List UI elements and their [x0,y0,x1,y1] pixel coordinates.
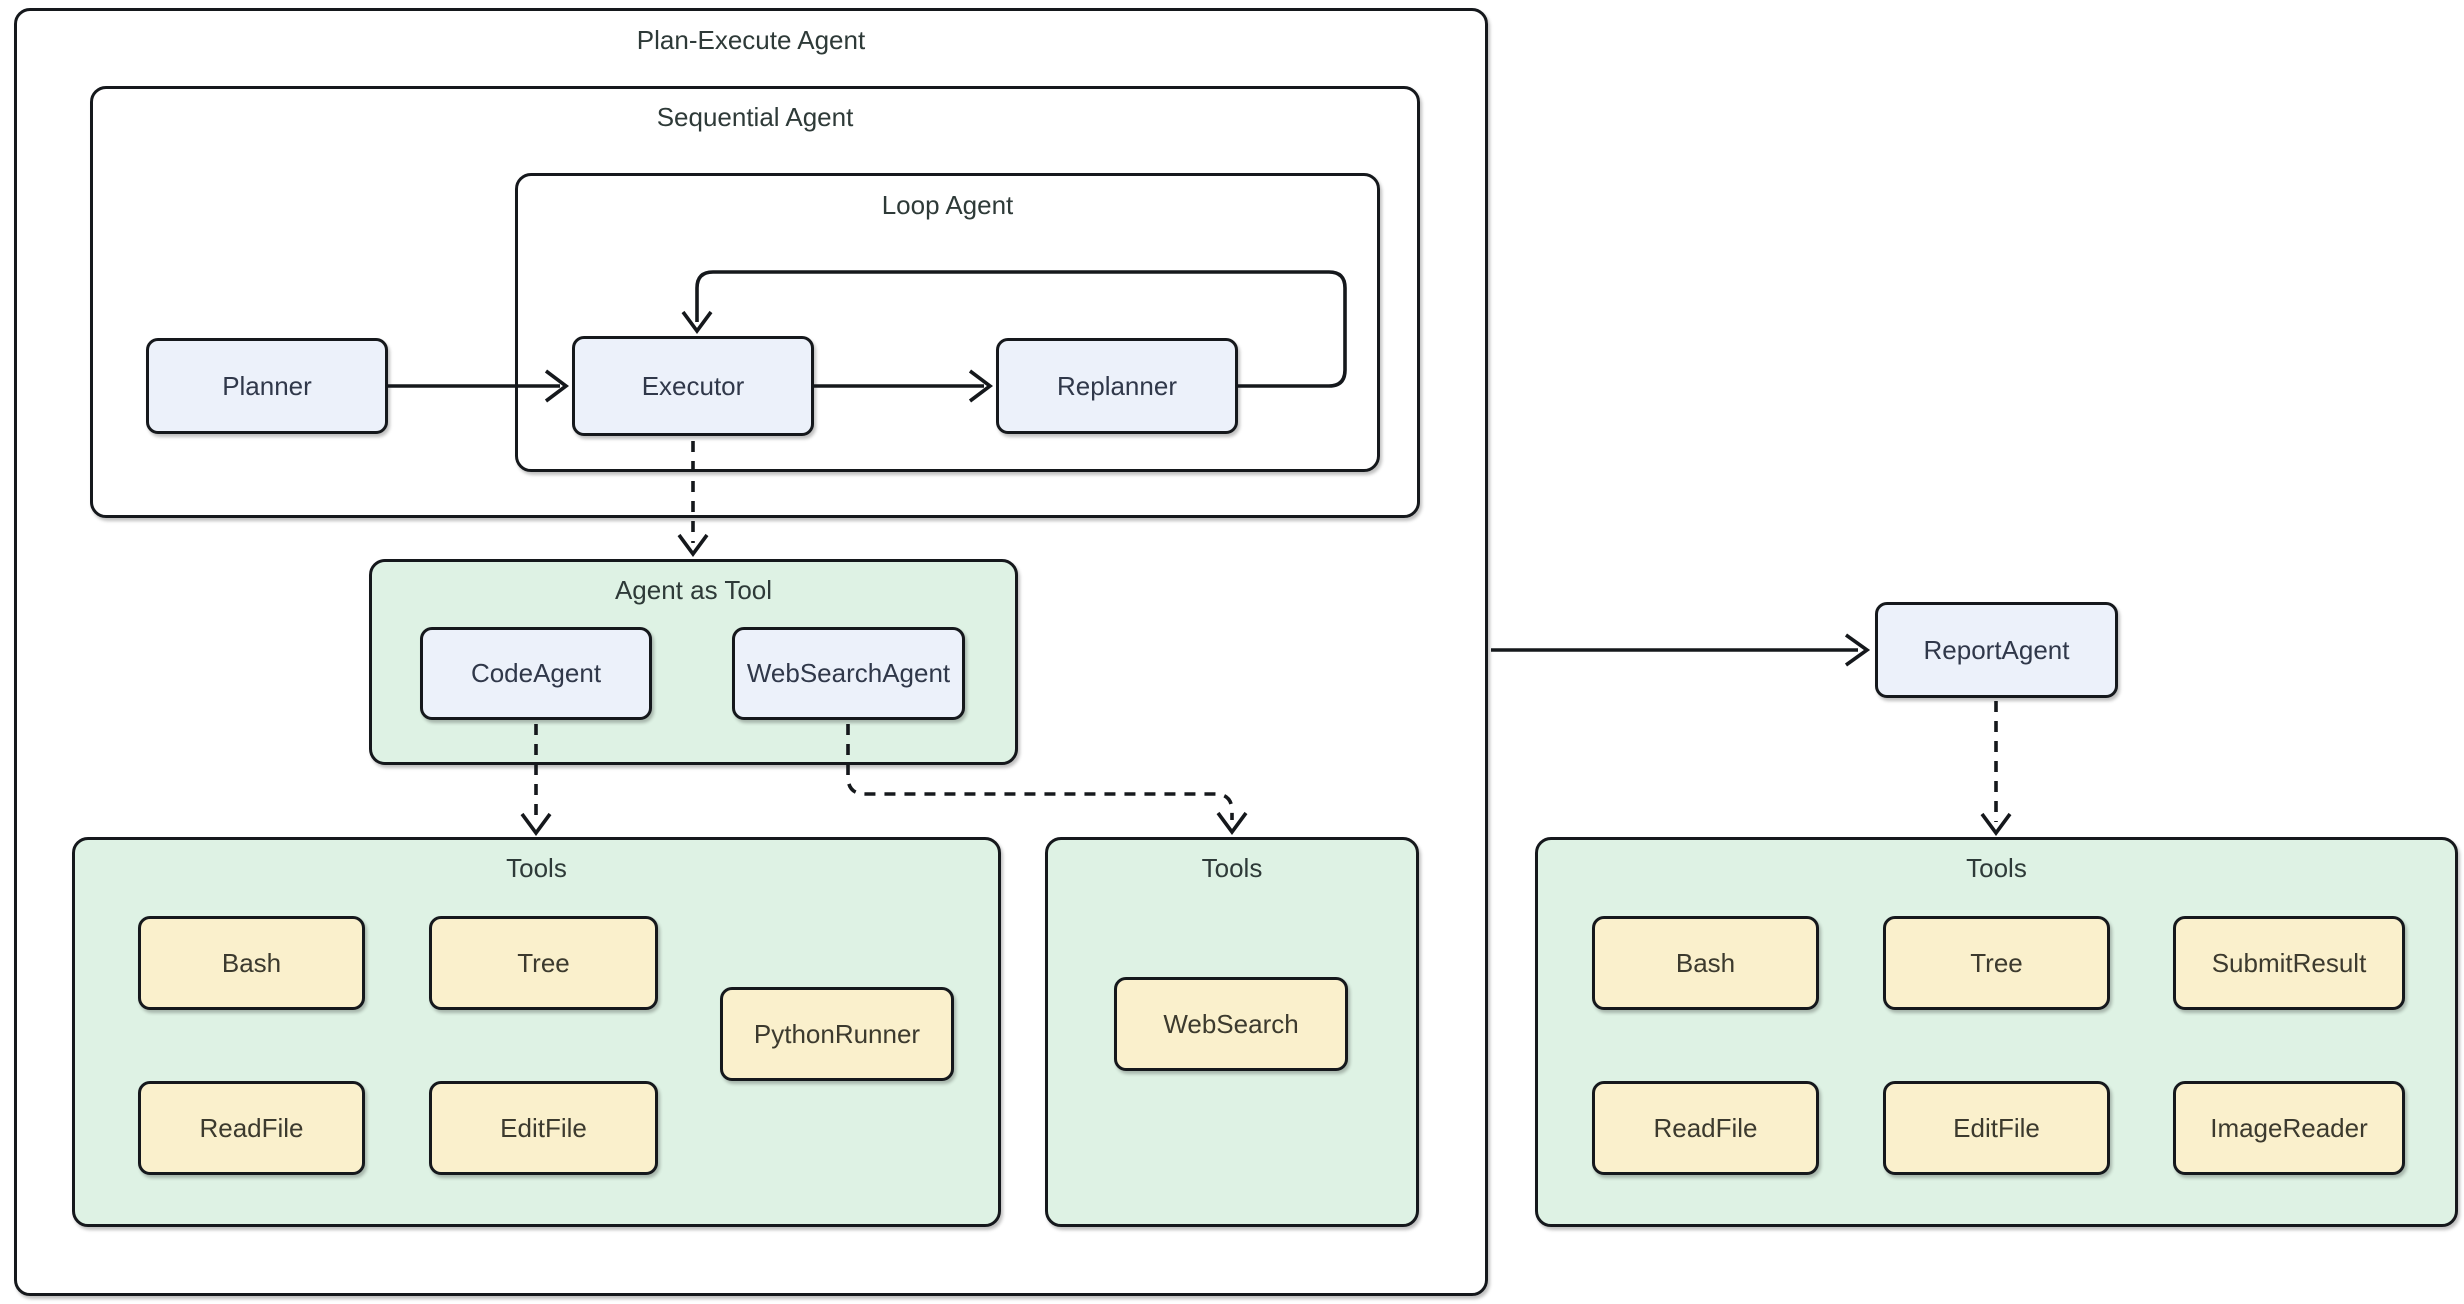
tool-read-file-right: ReadFile [1592,1081,1819,1175]
tool-python-runner: PythonRunner [720,987,954,1081]
planner-node: Planner [146,338,388,434]
tool-bash-right: Bash [1592,916,1819,1010]
executor-node: Executor [572,336,814,436]
tool-edit-file-left: EditFile [429,1081,658,1175]
code-agent-node: CodeAgent [420,627,652,720]
tool-tree-right: Tree [1883,916,2110,1010]
sequential-agent-container: Sequential Agent [90,86,1420,518]
sequential-agent-title: Sequential Agent [656,102,854,132]
tool-image-reader: ImageReader [2173,1081,2405,1175]
tool-read-file-left: ReadFile [138,1081,365,1175]
edge-plan-execute-report-agent [1491,633,1871,667]
plan-execute-agent-title: Plan-Execute Agent [636,25,866,55]
tool-edit-file-right: EditFile [1883,1081,2110,1175]
tool-web-search: WebSearch [1114,977,1348,1071]
plan-execute-agent-container: Plan-Execute Agent [14,8,1488,1296]
edge-report-agent-tools [1980,701,2012,837]
report-agent-node: ReportAgent [1875,602,2118,698]
replanner-node: Replanner [996,338,1238,434]
tools-right-title: Tools [1966,853,2027,883]
tools-middle-title: Tools [1201,853,1263,883]
tool-tree-left: Tree [429,916,658,1010]
loop-agent-title: Loop Agent [881,190,1014,220]
tool-bash-left: Bash [138,916,365,1010]
tool-submit-result: SubmitResult [2173,916,2405,1010]
agent-as-tool-title: Agent as Tool [614,575,773,605]
web-search-agent-node: WebSearchAgent [732,627,965,720]
tools-left-title: Tools [506,853,567,883]
loop-agent-container: Loop Agent [515,173,1380,472]
